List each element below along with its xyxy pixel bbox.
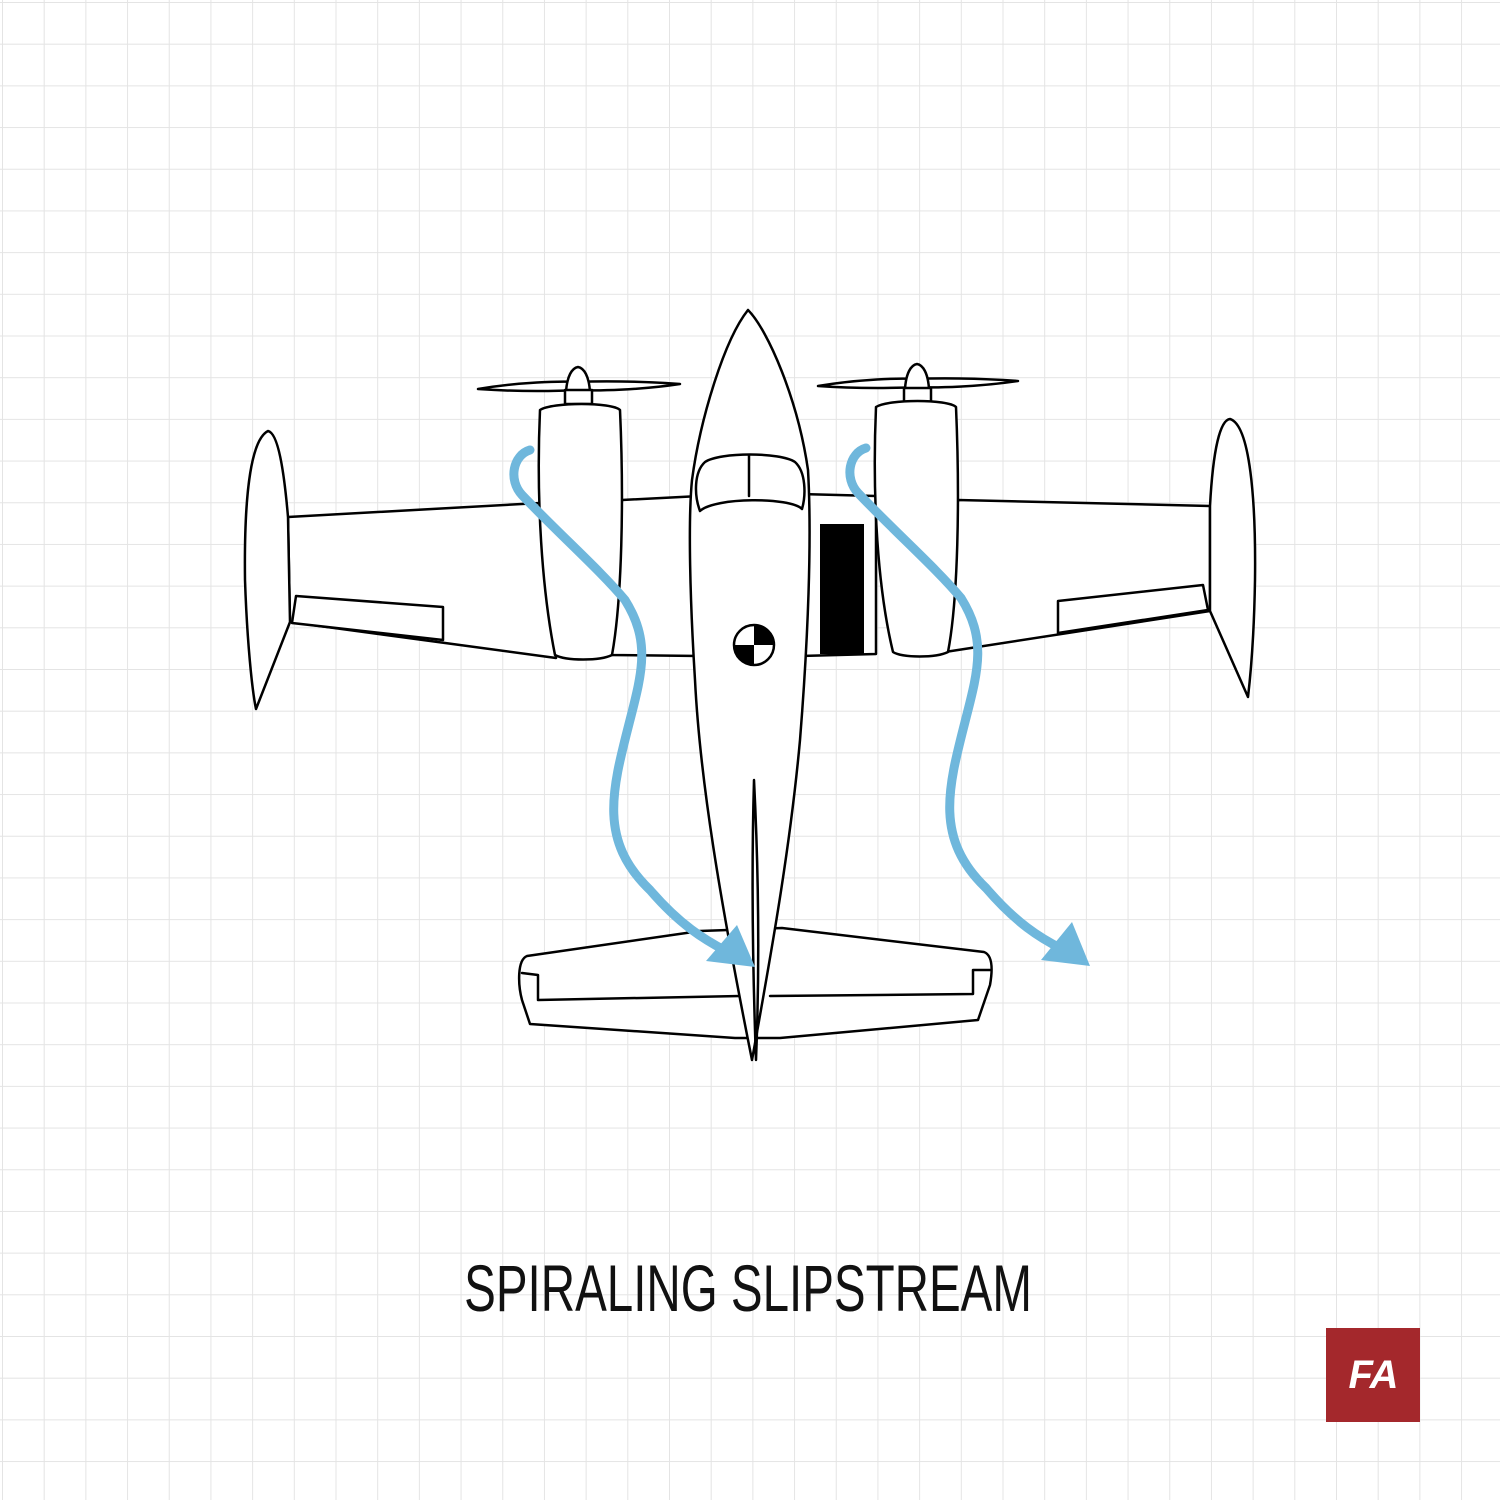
right-engine-nacelle <box>873 399 960 658</box>
right-spinner <box>903 362 931 391</box>
left-slipstream-arrow <box>509 445 731 956</box>
left-engine-nacelle <box>537 402 624 661</box>
left-slipstream-arrowhead <box>706 925 755 967</box>
left-wing-root <box>608 494 702 658</box>
elevator <box>520 968 992 1002</box>
left-aileron <box>290 594 445 642</box>
cg-symbol-icon <box>732 623 776 667</box>
vertical-fin <box>751 778 760 1062</box>
cabin-door <box>820 524 864 654</box>
left-tip-tank <box>243 429 292 711</box>
right-tip-tank <box>1208 417 1257 699</box>
left-spinner <box>564 365 592 394</box>
right-aileron <box>1056 583 1210 635</box>
fa-logo: FA <box>1326 1328 1420 1422</box>
left-prop-hub <box>563 388 594 406</box>
right-slipstream-arrowhead <box>1041 922 1090 966</box>
diagram-title: SPIRALING SLIPSTREAM <box>464 1251 1032 1325</box>
right-slipstream-arrow <box>845 443 1067 954</box>
